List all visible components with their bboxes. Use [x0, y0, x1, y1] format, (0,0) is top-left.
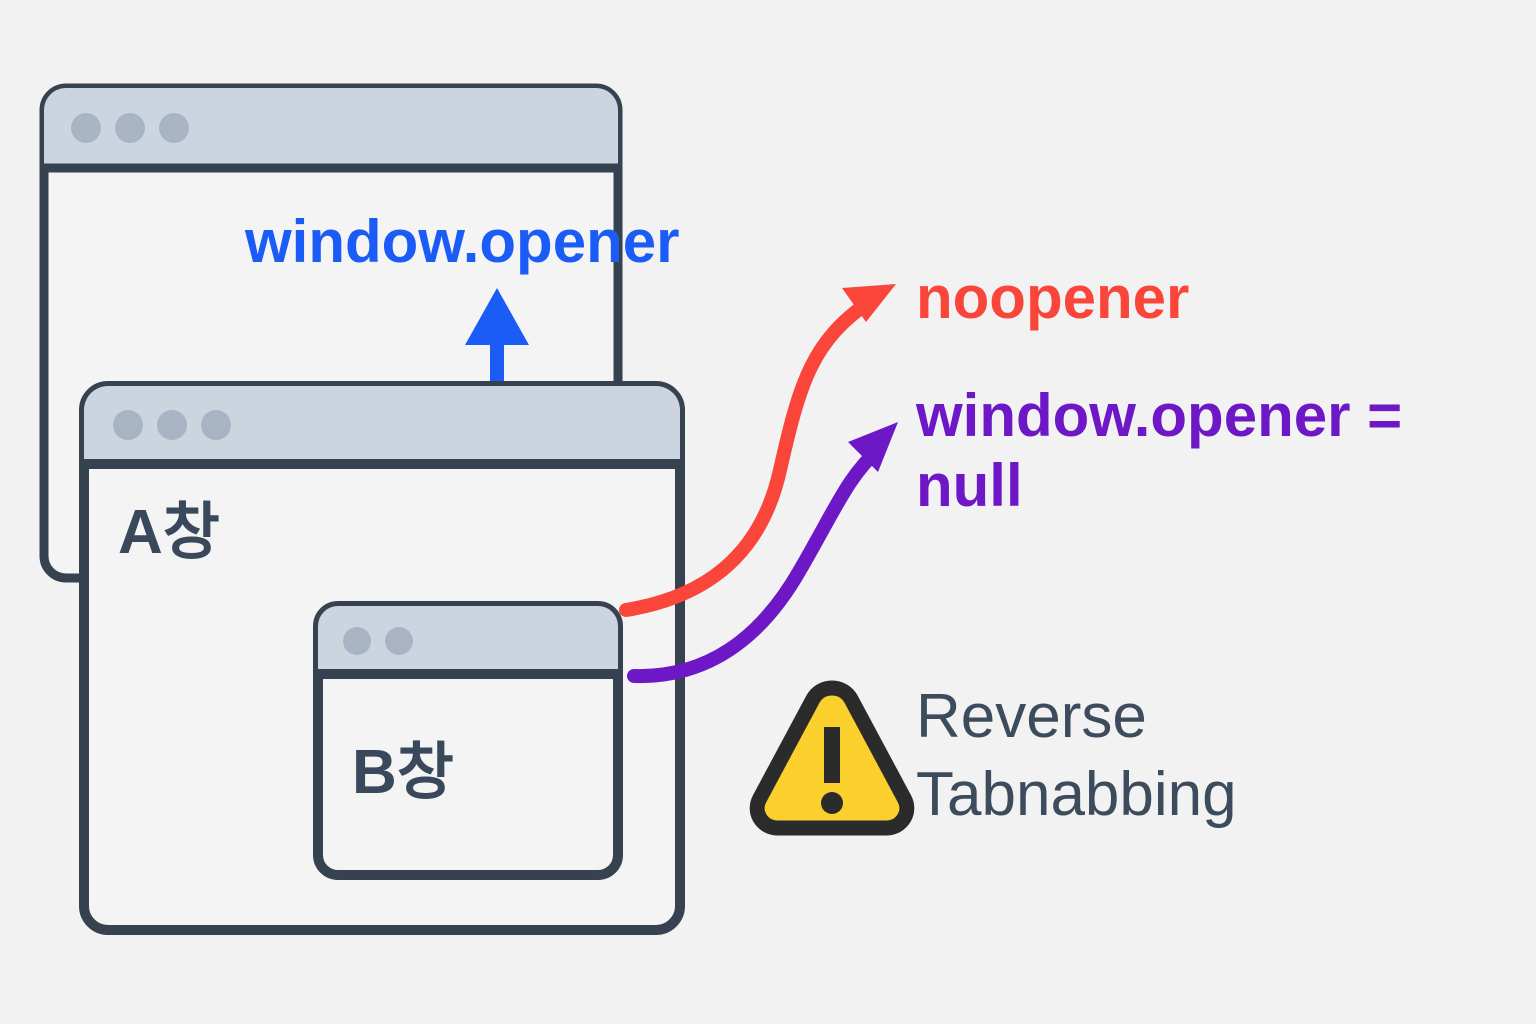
- red-arrow-path: [619, 293, 879, 617]
- purple-curved-arrow: [627, 422, 898, 684]
- blue-arrow-head: [465, 288, 529, 345]
- window-a-dot-2[interactable]: [157, 410, 187, 440]
- window-opener-label: window.opener: [244, 208, 679, 275]
- opener-null-label-line2: null: [916, 452, 1023, 519]
- window-b[interactable]: B창: [313, 601, 623, 880]
- opener-null-label-line1: window.opener =: [915, 382, 1402, 449]
- window-b-dot-2[interactable]: [385, 627, 413, 655]
- window-b-label: B창: [352, 738, 454, 807]
- warning-exclamation-bar: [824, 727, 840, 783]
- warning-exclamation-dot: [821, 792, 843, 814]
- window-a-dot-1[interactable]: [113, 410, 143, 440]
- back-window-dot-3[interactable]: [159, 113, 189, 143]
- purple-arrow-head: [848, 422, 898, 472]
- noopener-label: noopener: [916, 264, 1189, 331]
- back-window-dot-2[interactable]: [115, 113, 145, 143]
- window-a-dot-3[interactable]: [201, 410, 231, 440]
- reverse-tabnabbing-line1: Reverse: [916, 682, 1147, 751]
- red-curved-arrow: [619, 284, 896, 617]
- purple-arrow-path: [627, 441, 887, 684]
- reverse-tabnabbing-line2: Tabnabbing: [916, 760, 1237, 829]
- back-window-dot-1[interactable]: [71, 113, 101, 143]
- window-a-label: A창: [118, 498, 220, 567]
- red-arrow-head: [842, 284, 896, 322]
- warning-triangle-icon: [749, 680, 915, 836]
- window-b-dot-1[interactable]: [343, 627, 371, 655]
